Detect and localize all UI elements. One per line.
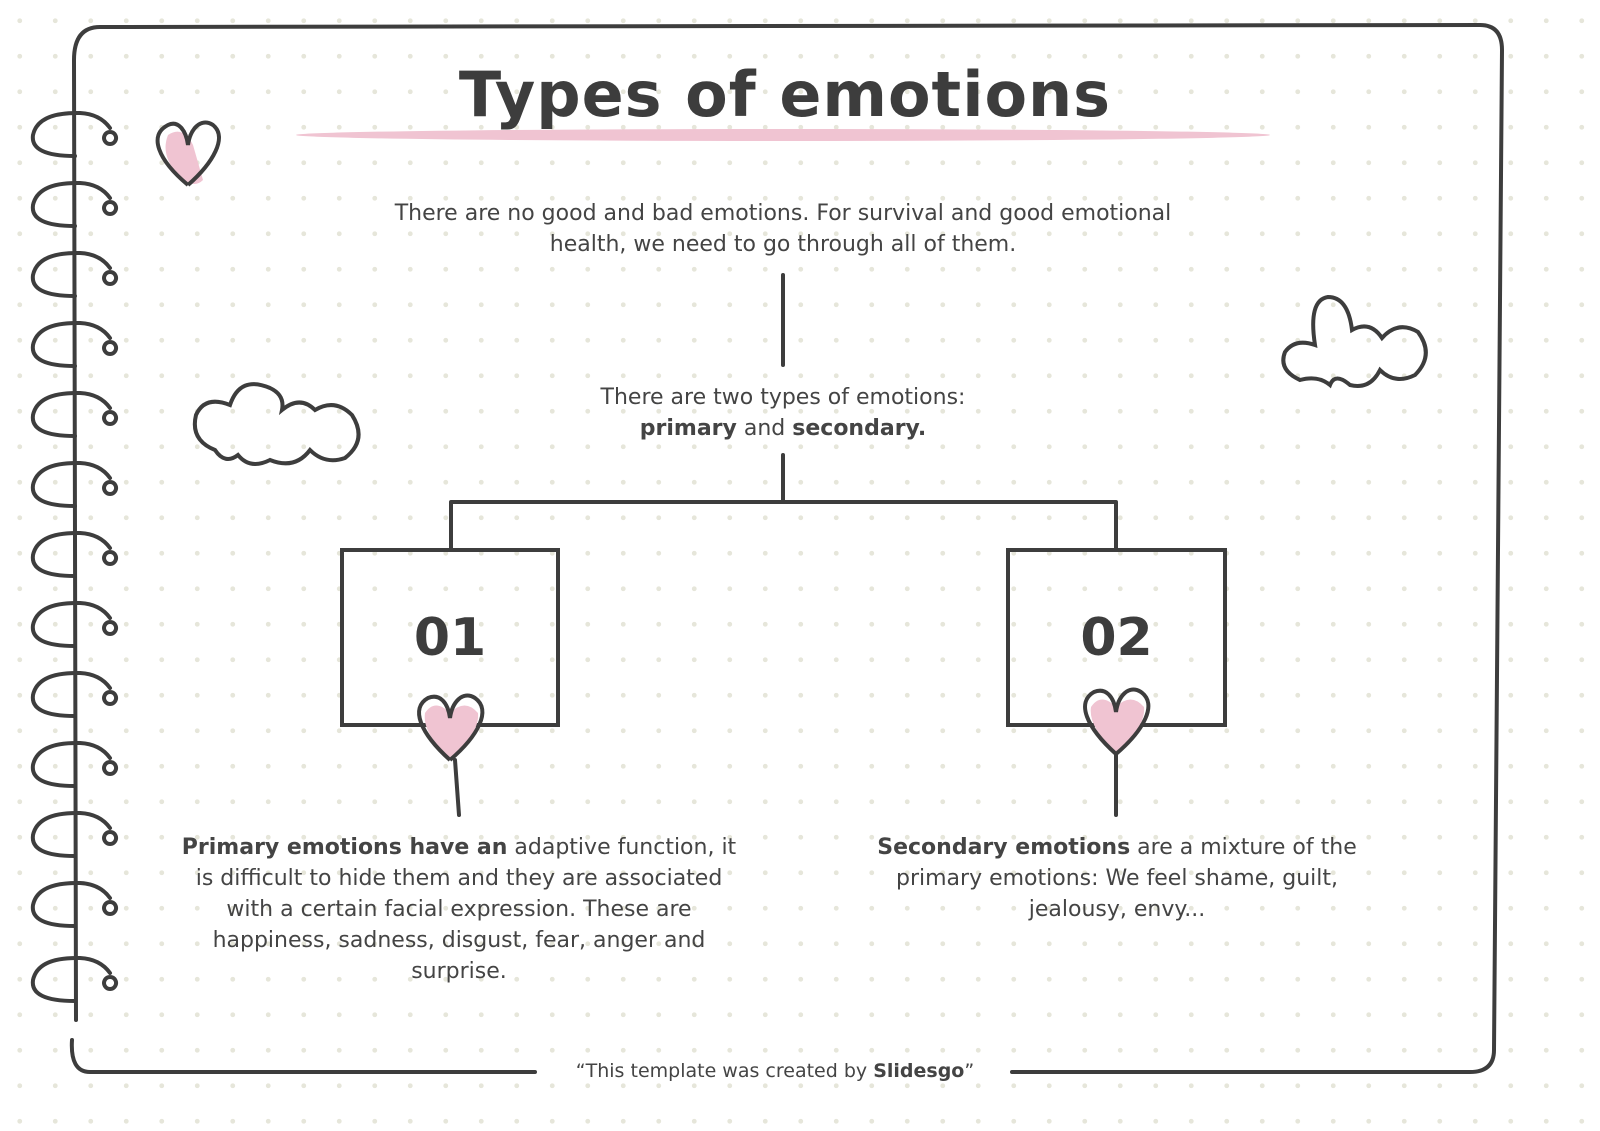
primary-description: Primary emotions have an adaptive functi… — [170, 832, 748, 987]
spiral-ring — [30, 670, 119, 718]
types-secondary: secondary. — [792, 416, 927, 441]
spiral-binding — [30, 110, 119, 1003]
page-title: Types of emotions — [458, 58, 1112, 131]
spiral-ring — [30, 320, 119, 368]
heart-icon — [417, 693, 485, 762]
balloon-string — [453, 753, 1118, 817]
spiral-ring — [30, 880, 119, 928]
connector-line — [449, 273, 1118, 552]
spiral-ring — [30, 810, 119, 858]
cloud-icon — [1281, 294, 1428, 389]
box-02-number: 02 — [1080, 608, 1153, 668]
footer-credit: “This template was created by Slidesgo” — [540, 1060, 1010, 1082]
secondary-bold: Secondary emotions — [877, 835, 1131, 860]
box-01-number: 01 — [413, 608, 487, 668]
primary-bold: Primary emotions have an — [181, 835, 508, 860]
heart-icon — [155, 120, 221, 187]
spiral-ring — [30, 110, 119, 158]
cloud-icon — [192, 382, 361, 466]
intro-text: There are no good and bad emotions. For … — [394, 201, 1172, 257]
types-line: There are two types of emotions: — [600, 385, 966, 410]
secondary-description: Secondary emotions are a mixture of the … — [870, 832, 1364, 925]
types-text: There are two types of emotions: primary… — [530, 382, 1036, 444]
spiral-ring — [30, 250, 119, 298]
footer-suffix: ” — [964, 1060, 975, 1082]
heart-icon — [1083, 687, 1151, 756]
secondary-text: are a mixture of the primary emotions: W… — [895, 835, 1357, 922]
spiral-ring — [30, 530, 119, 578]
spiral-ring — [30, 460, 119, 508]
primary-text: adaptive function, it is difficult to hi… — [195, 835, 737, 984]
spiral-ring — [30, 600, 119, 648]
spiral-ring — [30, 740, 119, 788]
footer-prefix: “This template was created by — [575, 1060, 874, 1082]
types-primary: primary — [639, 416, 737, 441]
notebook-frame — [69, 23, 1504, 1074]
footer-brand[interactable]: Slidesgo — [873, 1060, 965, 1082]
types-and: and — [743, 416, 786, 441]
title-underline — [296, 129, 1270, 141]
spiral-ring — [30, 955, 119, 1003]
spiral-ring — [30, 390, 119, 438]
spiral-ring — [30, 180, 119, 228]
